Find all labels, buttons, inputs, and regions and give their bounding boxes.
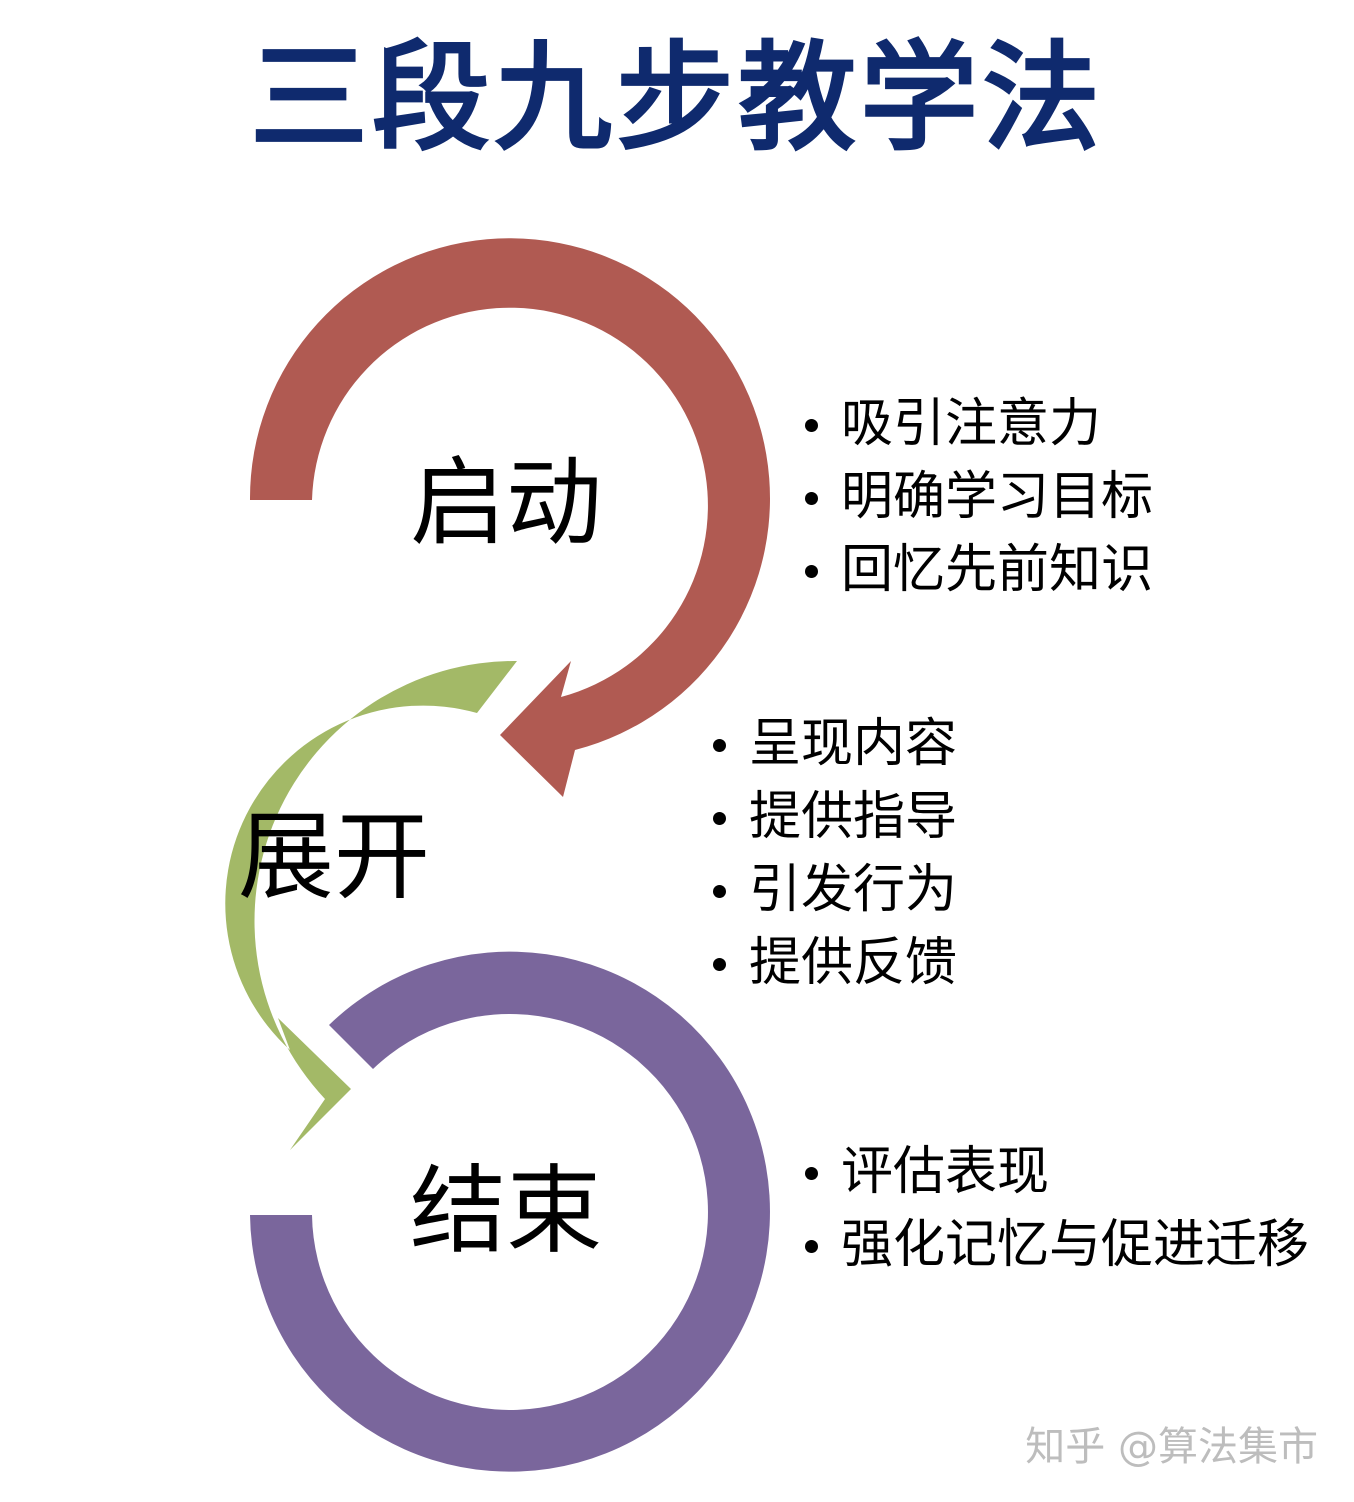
watermark: 知乎 @算法集市	[1025, 1424, 1318, 1470]
stage-end-steps: 评估表现 强化记忆与促进迁移	[803, 1136, 1309, 1282]
stage-develop-label: 展开	[238, 801, 430, 913]
list-item: 引发行为	[711, 854, 957, 927]
stage-end-label: 结束	[410, 1155, 602, 1267]
page-title: 三段九步教学法	[249, 29, 1104, 167]
list-item: 呈现内容	[711, 708, 957, 781]
list-item: 评估表现	[803, 1136, 1309, 1209]
stage-start-label: 启动	[410, 447, 602, 559]
list-item: 强化记忆与促进迁移	[803, 1209, 1309, 1282]
list-item: 回忆先前知识	[803, 534, 1153, 607]
stage-develop-steps: 呈现内容 提供指导 引发行为 提供反馈	[711, 708, 957, 1000]
stage-start-steps: 吸引注意力 明确学习目标 回忆先前知识	[803, 388, 1153, 607]
list-item: 吸引注意力	[803, 388, 1153, 461]
list-item: 明确学习目标	[803, 461, 1153, 534]
list-item: 提供指导	[711, 781, 957, 854]
list-item: 提供反馈	[711, 927, 957, 1000]
stage-start-arrow	[249, 238, 770, 798]
